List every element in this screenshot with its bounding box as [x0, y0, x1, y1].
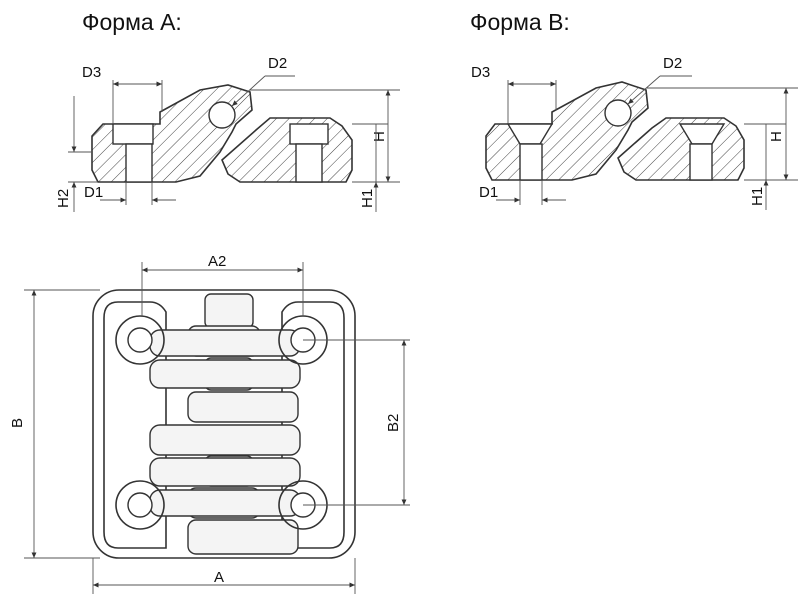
- form-a-counterbore-right: [289, 123, 329, 145]
- form-a-right-leaf: [221, 117, 353, 183]
- label-a: A: [214, 569, 224, 586]
- form-b-right-leaf: [617, 117, 745, 181]
- knuckle: [149, 489, 301, 517]
- form-a-screw-hole-left: [125, 143, 153, 183]
- form-a-screw-hole-right: [295, 143, 323, 183]
- form-a-section-view: Форма A: D3 D2 D1 H2 H: [55, 9, 400, 212]
- knuckle: [187, 519, 299, 555]
- plan-left-leaf: [103, 301, 167, 549]
- form-b-screw-hole-right: [689, 143, 713, 181]
- mounting-hole: [127, 492, 153, 518]
- plan-view: A2 A B B2: [9, 253, 410, 594]
- form-b-pin-bore: [604, 99, 632, 127]
- form-b-label-h1: H1: [749, 187, 766, 206]
- mounting-boss: [115, 315, 165, 365]
- form-b-label-d3: D3: [471, 64, 490, 81]
- mounting-hole: [127, 327, 153, 353]
- knuckle: [149, 457, 301, 487]
- mounting-boss: [115, 480, 165, 530]
- form-a-label-h1: H1: [359, 189, 376, 208]
- form-a-title: Форма A:: [82, 9, 182, 35]
- knuckle: [149, 359, 301, 389]
- form-b-title: Форма B:: [470, 9, 570, 35]
- form-a-counterbore-left: [112, 123, 154, 145]
- knuckle: [187, 391, 299, 423]
- form-a-label-h: H: [371, 131, 388, 142]
- knuckle: [204, 293, 254, 329]
- label-b: B: [9, 418, 26, 428]
- form-b-section-view: Форма B: D3 D2 D1 H H1: [470, 9, 798, 210]
- label-a2: A2: [208, 253, 226, 270]
- form-b-label-d1: D1: [479, 184, 498, 201]
- form-b-screw-hole-left: [519, 143, 543, 181]
- form-b-label-d2: D2: [663, 55, 682, 72]
- plan-base-outline: [92, 289, 356, 559]
- label-b2: B2: [385, 414, 402, 432]
- form-a-label-d3: D3: [82, 64, 101, 81]
- form-b-label-h: H: [768, 131, 785, 142]
- form-a-label-h2: H2: [55, 189, 72, 208]
- form-a-pin-bore: [208, 101, 236, 129]
- form-a-label-d1: D1: [84, 184, 103, 201]
- knuckle: [149, 424, 301, 456]
- plan-right-leaf: [281, 301, 345, 549]
- knuckle: [149, 329, 301, 357]
- form-a-label-d2: D2: [268, 55, 287, 72]
